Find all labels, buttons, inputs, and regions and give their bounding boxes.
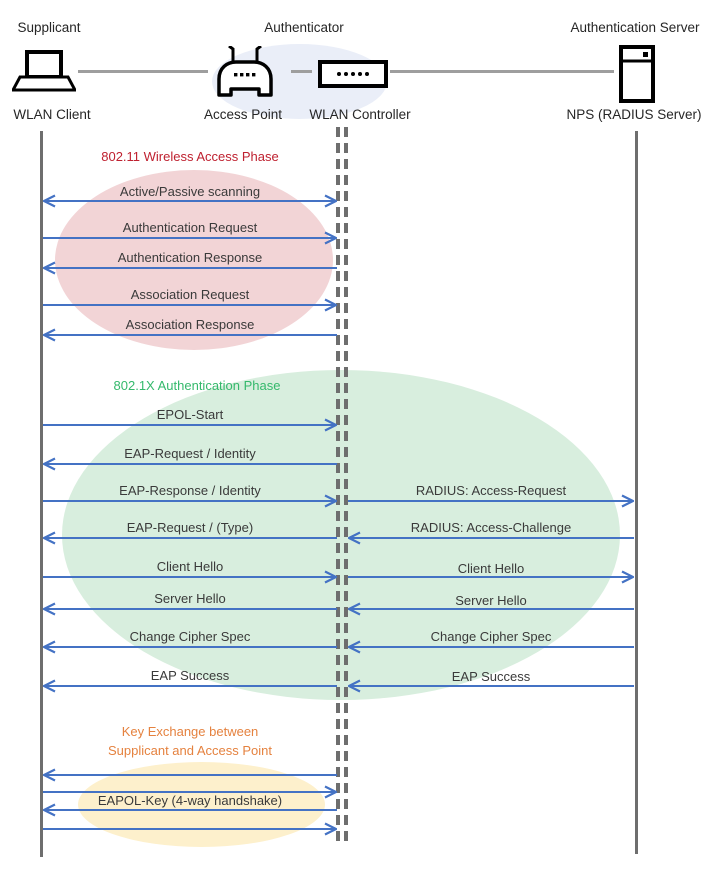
lifeline-radius-server [635,131,638,854]
message-arrow-left [43,768,337,782]
message-label: Server Hello [154,591,226,606]
message-arrow-right [348,570,634,584]
message-arrow-right [43,785,337,799]
message-label: Client Hello [156,559,224,574]
wlan-controller-icon [318,60,388,88]
access-point-icon [217,46,273,97]
key-exchange-phase-ellipse [78,762,325,847]
message-arrow-left [43,679,337,693]
message-arrow-right [43,231,337,245]
lifeline-authenticator-right-dash [344,127,348,847]
role-authentication-server: Authentication Server [570,20,700,35]
message-label: EAPOL-Key (4-way handshake) [97,793,283,808]
message-label: EAP-Request / Identity [124,446,256,461]
laptop-icon [12,50,76,92]
phase-title-80211: 802.11 Wireless Access Phase [101,149,279,164]
phase-title-8021x: 802.1X Authentication Phase [113,378,281,393]
message-arrow-left [348,602,634,616]
message-label: Association Response [125,317,255,332]
message-arrow-left [348,679,634,693]
phase-title-key-exchange: Key Exchange between Supplicant and Acce… [43,722,337,760]
connector-line [78,70,208,73]
message-label: Association Request [130,287,250,302]
message-label: RADIUS: Access-Challenge [410,520,572,535]
message-arrow-left [43,457,337,471]
message-label: Active/Passive scanning [119,184,261,199]
message-label: EAP Success [451,669,531,684]
lifeline-authenticator-left-dash [336,127,340,847]
role-authenticator: Authenticator [264,20,344,35]
message-arrow-right [43,822,337,836]
message-arrow-left [43,261,337,275]
message-label: Change Cipher Spec [129,629,251,644]
message-label: Authentication Request [122,220,258,235]
message-arrow-right [43,418,337,432]
device-nps-radius: NPS (RADIUS Server) [566,107,702,122]
message-arrow-left [43,602,337,616]
message-arrow-left [43,531,337,545]
message-label: EAP Success [150,668,230,683]
phase-title-key-exchange-line2: Supplicant and Access Point [107,743,273,758]
message-arrow-right [43,494,337,508]
message-label: Server Hello [455,593,527,608]
phase-title-key-exchange-line1: Key Exchange between [121,724,259,739]
message-arrow-left [43,640,337,654]
message-arrow-left [43,803,337,817]
role-supplicant: Supplicant [17,20,81,35]
device-wlan-client: WLAN Client [13,107,91,122]
device-access-point: Access Point [203,107,283,122]
connector-dash [291,70,312,73]
message-arrow-right [43,570,337,584]
message-label: RADIUS: Access-Request [415,483,567,498]
lifeline-supplicant [40,131,43,857]
message-arrow-left [348,640,634,654]
server-icon [619,45,655,103]
message-label: Client Hello [457,561,525,576]
message-label: EAP-Request / (Type) [126,520,254,535]
message-arrow-both [43,194,337,208]
message-label: Change Cipher Spec [430,629,552,644]
message-label: EAP-Response / Identity [119,483,261,498]
message-label: Authentication Response [117,250,263,265]
message-arrow-left [43,328,337,342]
connector-line [390,70,614,73]
message-arrow-left [348,531,634,545]
message-label: EPOL-Start [156,407,224,422]
device-wlan-controller: WLAN Controller [309,107,411,122]
message-arrow-right [348,494,634,508]
message-arrow-right [43,298,337,312]
